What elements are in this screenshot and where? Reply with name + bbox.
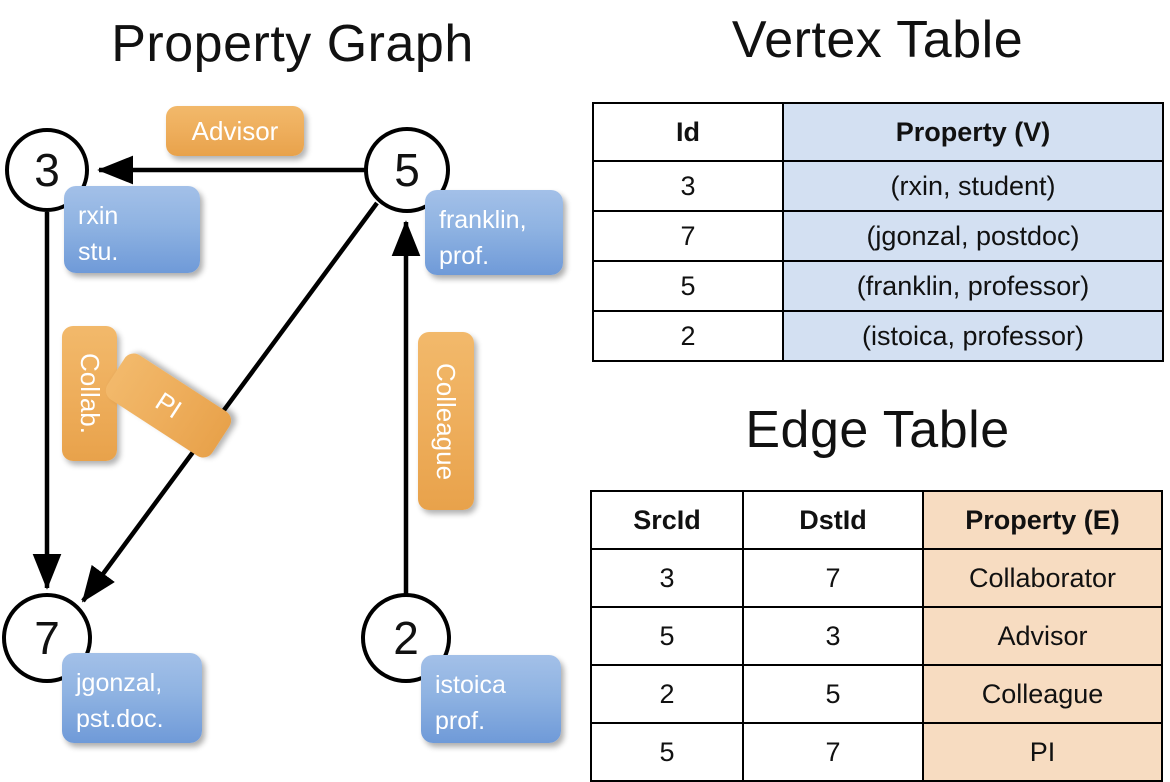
vertex-table-header-id: Id	[592, 102, 784, 162]
page-title-vertex-table: Vertex Table	[731, 11, 1024, 69]
vertex-table-cell-property: (jgonzal, postdoc)	[782, 210, 1164, 262]
edge-label-pi-text: PI	[150, 385, 188, 425]
vertex-property-box-istoica: istoica prof.	[421, 655, 561, 743]
edge-table-header-property: Property (E)	[922, 490, 1163, 550]
table-row: 3 (rxin, student)	[592, 160, 1164, 212]
edge-table-cell-srcid: 5	[590, 606, 744, 666]
table-row: 2 (istoica, professor)	[592, 310, 1164, 362]
table-row: 5 3 Advisor	[590, 606, 1163, 666]
vertex-table-cell-id: 2	[592, 310, 784, 362]
edge-table-cell-srcid: 2	[590, 664, 744, 724]
table-row: 7 (jgonzal, postdoc)	[592, 210, 1164, 262]
vertex-table-cell-property: (franklin, professor)	[782, 260, 1164, 312]
edge-table-cell-property: Colleague	[922, 664, 1163, 724]
vertex-property-box-franklin: franklin, prof.	[425, 190, 563, 275]
vertex-property-box-istoica-line1: istoica	[435, 671, 506, 699]
vertex-property-box-rxin-line2: stu.	[78, 238, 119, 267]
edge-label-advisor-text: Advisor	[191, 115, 279, 146]
table-header-row: SrcId DstId Property (E)	[590, 490, 1163, 550]
vertex-table-cell-id: 7	[592, 210, 784, 262]
vertex-property-box-jgonzal-line2: pst.doc.	[76, 705, 164, 734]
table-row: 3 7 Collaborator	[590, 548, 1163, 608]
edge-table-cell-dstid: 3	[742, 606, 924, 666]
vertex-table-cell-id: 3	[592, 160, 784, 212]
property-graph-diagram: 3 5 7 2 rxin stu. franklin, prof. jgonzal,…	[0, 0, 585, 760]
edge-table-cell-dstid: 7	[742, 722, 924, 782]
table-row: 2 5 Colleague	[590, 664, 1163, 724]
table-row: 5 (franklin, professor)	[592, 260, 1164, 312]
edge-table-cell-srcid: 5	[590, 722, 744, 782]
edge-table-cell-property: PI	[922, 722, 1163, 782]
edge-table-cell-dstid: 7	[742, 548, 924, 608]
vertex-table-header-property: Property (V)	[782, 102, 1164, 162]
vertex-property-box-rxin-line1: rxin	[78, 202, 119, 230]
edge-5-to-7-pi	[81, 201, 379, 603]
edge-table-cell-dstid: 5	[742, 664, 924, 724]
edge-table-cell-srcid: 3	[590, 548, 744, 608]
vertex-table-cell-id: 5	[592, 260, 784, 312]
vertex-node-3-label: 3	[34, 144, 60, 196]
vertex-node-5[interactable]: 5	[364, 127, 450, 213]
vertex-property-box-istoica-line2: prof.	[435, 707, 486, 736]
edge-label-advisor: Advisor	[166, 106, 304, 156]
edge-table-cell-property: Advisor	[922, 606, 1163, 666]
edge-table: SrcId DstId Property (E) 3 7 Collaborato…	[590, 490, 1163, 782]
vertex-property-box-rxin: rxin stu.	[64, 186, 200, 273]
vertex-node-2-label: 2	[393, 612, 419, 664]
page-title-edge-table: Edge Table	[745, 401, 1010, 459]
table-header-row: Id Property (V)	[592, 102, 1164, 162]
edge-table-header-dstid: DstId	[742, 490, 924, 550]
vertex-node-7-label: 7	[34, 612, 60, 664]
table-row: 5 7 PI	[590, 722, 1163, 782]
page-title-property-graph: Property Graph	[111, 15, 474, 73]
vertex-property-box-jgonzal-line1: jgonzal,	[76, 669, 163, 697]
vertex-property-box-jgonzal: jgonzal, pst.doc.	[62, 653, 202, 743]
edge-label-colleague-text: Colleague	[431, 362, 462, 480]
vertex-table-cell-property: (rxin, student)	[782, 160, 1164, 212]
vertex-property-box-franklin-line2: prof.	[439, 242, 490, 271]
graph-edges-svg	[32, 155, 421, 603]
vertex-table: Id Property (V) 3 (rxin, student) 7 (jgo…	[592, 102, 1164, 362]
edge-table-header-srcid: SrcId	[590, 490, 744, 550]
edge-label-collab-text: Collab.	[75, 353, 105, 434]
edge-label-colleague: Colleague	[418, 332, 474, 510]
vertex-node-2[interactable]: 2	[361, 593, 451, 683]
vertex-node-5-label: 5	[394, 144, 420, 196]
edge-table-cell-property: Collaborator	[922, 548, 1163, 608]
vertex-property-box-franklin-line1: franklin,	[439, 206, 527, 234]
vertex-table-cell-property: (istoica, professor)	[782, 310, 1164, 362]
